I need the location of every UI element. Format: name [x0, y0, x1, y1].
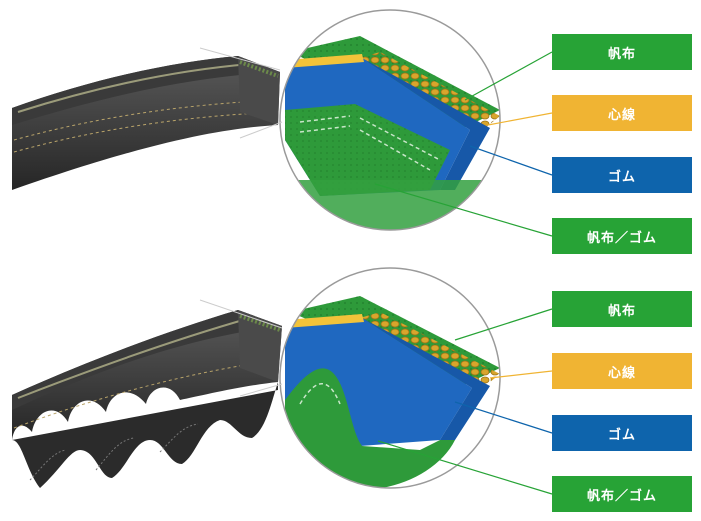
label-rubber-bottom: ゴム [552, 415, 692, 451]
leader-line-canvas-rubber-1 [374, 183, 553, 237]
label-canvas-rubber-bottom: 帆布／ゴム [552, 476, 692, 512]
label-canvas-top: 帆布 [552, 34, 692, 70]
top-belt-photo [12, 56, 280, 190]
leader-line-canvas-rubber-2 [377, 440, 553, 495]
leader-line-canvas-1 [464, 51, 553, 101]
bottom-magnifier [199, 267, 501, 489]
leader-line-cord-1 [487, 112, 553, 126]
leader-line-cord-2 [489, 370, 553, 379]
label-canvas-bottom: 帆布 [552, 291, 692, 327]
label-canvas-rubber-top: 帆布／ゴム [552, 218, 692, 254]
leader-line-rubber-2 [454, 401, 553, 434]
label-cord-bottom: 心線 [552, 353, 692, 389]
bottom-belt-photo [12, 310, 282, 488]
leader-line-canvas-2 [454, 308, 553, 341]
label-rubber-top: ゴム [552, 157, 692, 193]
leader-line-rubber-1 [469, 145, 553, 176]
label-cord-top: 心線 [552, 95, 692, 131]
